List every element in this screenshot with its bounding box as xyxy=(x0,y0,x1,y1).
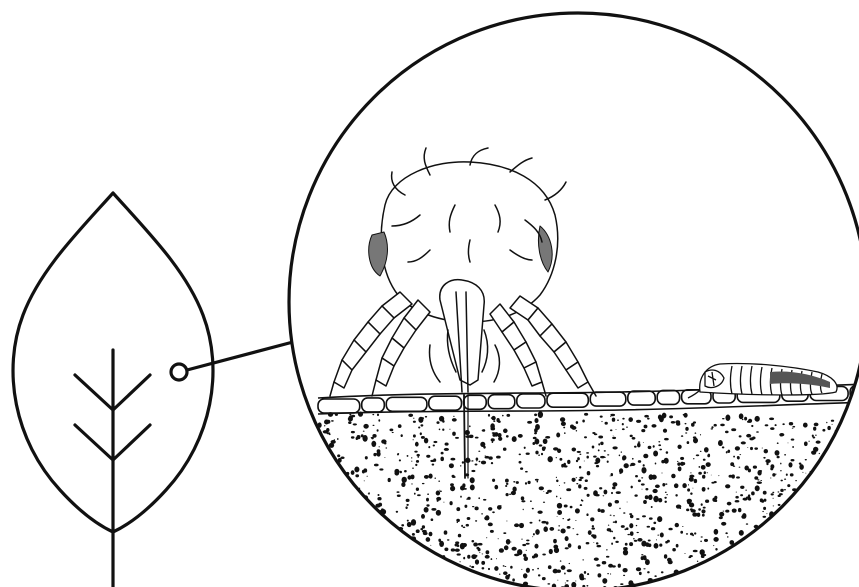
callout-point xyxy=(171,364,187,380)
leaf-icon xyxy=(13,193,213,587)
mite-left-leg xyxy=(330,292,430,396)
mite-right-leg xyxy=(490,296,596,396)
callout-pointer xyxy=(171,342,293,380)
callout-line xyxy=(187,342,293,370)
larva-illustration xyxy=(688,363,837,398)
magnified-view xyxy=(289,13,859,587)
